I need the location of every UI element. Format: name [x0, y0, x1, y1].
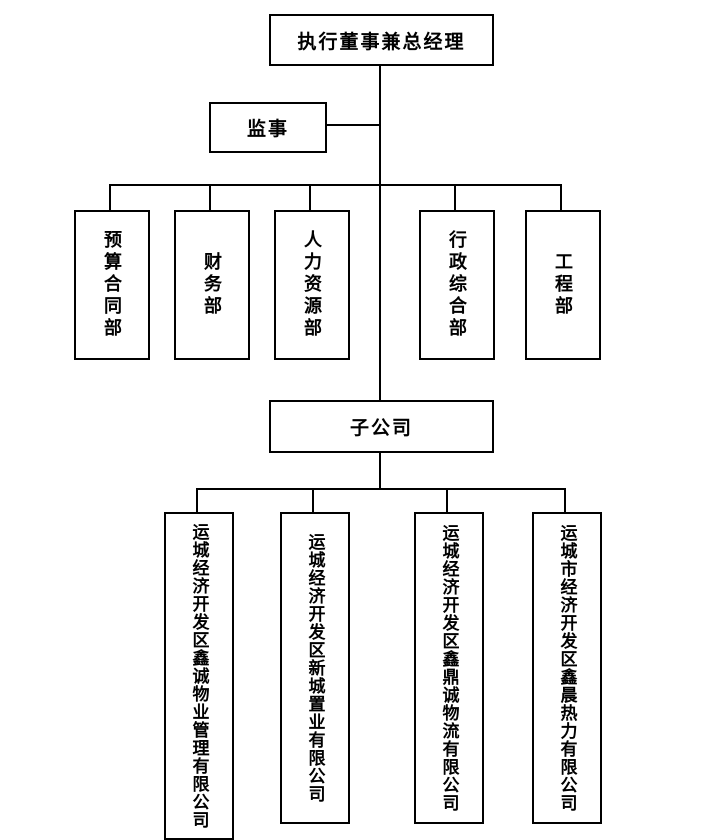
org-node-supervisor: 监事 — [209, 102, 327, 153]
connector-department-drop — [309, 186, 311, 210]
org-node-subsidiary-logistics: 运城经济开发区鑫鼎诚物流有限公司 — [414, 512, 484, 824]
subsidiary-label: 运城市经济开发区鑫晨热力有限公司 — [557, 524, 577, 812]
org-node-root: 执行董事兼总经理 — [269, 14, 494, 66]
connector-subsidiary-vertical — [379, 449, 381, 490]
department-label: 财务部 — [202, 252, 222, 318]
org-node-subsidiary-real-estate: 运城经济开发区新城置业有限公司 — [280, 512, 350, 824]
org-node-subsidiary-group: 子公司 — [269, 400, 494, 453]
org-node-subsidiary-property-management: 运城经济开发区鑫诚物业管理有限公司 — [164, 512, 234, 840]
org-node-supervisor-label: 监事 — [246, 119, 289, 140]
org-node-department-human-resources: 人力资源部 — [274, 210, 350, 360]
org-node-department-finance: 财务部 — [174, 210, 250, 360]
org-node-subsidiary-group-label: 子公司 — [349, 418, 413, 439]
connector-department-drop — [560, 186, 562, 210]
connector-root-vertical — [379, 62, 381, 400]
org-node-root-label: 执行董事兼总经理 — [297, 31, 466, 53]
subsidiary-label: 运城经济开发区鑫鼎诚物流有限公司 — [439, 524, 459, 812]
connector-subsidiaries-horizontal — [196, 488, 566, 490]
subsidiary-label: 运城经济开发区新城置业有限公司 — [305, 533, 325, 803]
connector-departments-horizontal — [109, 184, 562, 186]
org-node-subsidiary-thermal-power: 运城市经济开发区鑫晨热力有限公司 — [532, 512, 602, 824]
org-node-department-budget-contract: 预算合同部 — [74, 210, 150, 360]
connector-subsidiary-drop — [312, 490, 314, 512]
org-node-department-administration: 行政综合部 — [419, 210, 495, 360]
org-node-department-engineering: 工程部 — [525, 210, 601, 360]
connector-department-drop — [209, 186, 211, 210]
connector-department-drop — [109, 186, 111, 210]
department-label: 行政综合部 — [447, 230, 467, 340]
connector-subsidiary-drop — [196, 490, 198, 512]
connector-subsidiary-drop — [446, 490, 448, 512]
connector-department-drop — [454, 186, 456, 210]
connector-subsidiary-drop — [564, 490, 566, 512]
connector-supervisor-horizontal — [323, 124, 379, 126]
subsidiary-label: 运城经济开发区鑫诚物业管理有限公司 — [189, 523, 209, 829]
department-label: 预算合同部 — [102, 230, 122, 340]
department-label: 工程部 — [553, 252, 573, 318]
department-label: 人力资源部 — [302, 230, 322, 340]
